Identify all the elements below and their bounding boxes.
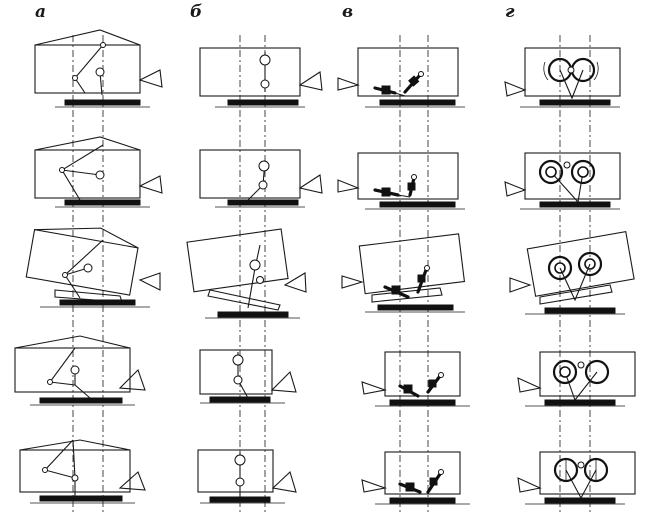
panel-b-3	[186, 228, 307, 319]
panel-a-4	[14, 335, 146, 406]
panel-b-1	[199, 47, 323, 108]
panel-g-2	[504, 152, 621, 210]
column-label-b: б	[190, 2, 203, 22]
column-v-panels	[337, 47, 470, 505]
column-label-g: г	[505, 2, 515, 22]
panel-a-1	[34, 29, 163, 108]
column-a-panels	[14, 29, 163, 504]
panel-b-2	[199, 149, 323, 208]
panel-a-5	[19, 439, 146, 504]
panel-b-4	[199, 349, 297, 404]
column-label-v: в	[342, 2, 354, 22]
panel-a-2	[34, 136, 163, 208]
column-b-panels	[186, 47, 323, 504]
panel-g-3	[509, 230, 635, 315]
column-g-panels	[504, 47, 636, 505]
panel-g-5	[517, 451, 636, 505]
panel-a-3	[25, 227, 161, 308]
panel-g-4	[517, 351, 636, 407]
panel-v-5	[361, 451, 470, 505]
axis-lines	[72, 35, 591, 515]
panel-v-4	[361, 351, 470, 407]
panel-v-3	[341, 233, 466, 313]
panel-v-2	[337, 152, 465, 210]
column-label-a: а	[35, 2, 47, 22]
panel-g-1	[504, 47, 621, 108]
panel-v-1	[337, 47, 465, 108]
panel-b-5	[197, 449, 297, 504]
